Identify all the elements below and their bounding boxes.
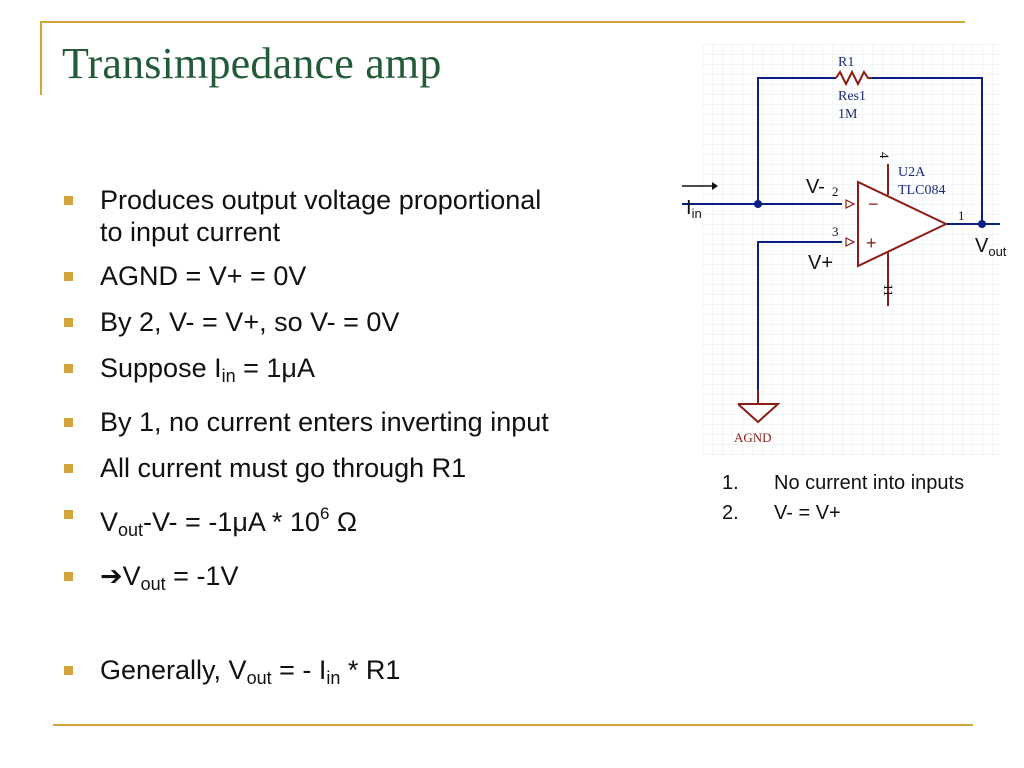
r1-value: 1M [838,107,858,122]
vout-main: V [975,235,989,257]
bullet-text: Generally, V [100,655,247,685]
wire-feedback-left [757,77,836,204]
pin-4: 4 [877,152,892,159]
wire-noninverting-input [757,241,842,390]
v-minus-label: V- [806,176,825,198]
bullet-marker [64,272,73,281]
bullet-9: Generally, Vout = - Iin * R1 [64,654,684,694]
iin-label: Iin [686,197,702,221]
slide-title: Transimpedance amp [62,39,442,88]
junction-dot [754,200,762,208]
bullet-5: By 1, no current enters inverting input [64,406,684,438]
bullet-text: V [100,507,119,537]
bullet-6: All current must go through R1 [64,452,684,484]
r1-model: Res1 [838,89,866,104]
current-arrow-head [712,182,718,190]
junctions [754,200,986,228]
ground-symbol [737,390,781,424]
resistor-r1 [835,69,872,87]
iin-sub: in [691,206,702,221]
agnd-label: AGND [734,430,772,445]
bullet-text: All current must go through R1 [100,453,467,483]
bullet-text: Suppose I [100,353,222,383]
note-number: 2. [722,502,739,524]
vout-label: Vout [975,235,1006,259]
arrow-icon: ➔ [100,561,123,592]
wire-feedback-right [872,77,983,224]
bullet-marker [64,364,73,373]
circuit-schematic: R1 Res1 1M − + 2 3 4 11 1 U2A TLC084 AGN… [682,44,1000,456]
bullet-text: * R1 [340,655,401,685]
superscript: 6 [319,504,330,523]
pin-11: 11 [881,284,896,297]
minus-sign: − [868,194,879,214]
opamp-model: TLC084 [898,183,945,198]
r1-ref: R1 [838,55,854,70]
top-rule [40,21,965,23]
note-2: 2. V- = V+ [722,498,964,528]
bullet-text: By 1, no current enters inverting input [100,407,549,437]
bullet-2: AGND = V+ = 0V [64,260,684,292]
v-plus-label: V+ [808,252,834,274]
pin-1: 1 [958,208,965,223]
left-rule [40,21,42,95]
bullet-text: By 2, V- = V+, so V- = 0V [100,307,400,337]
bullet-text: AGND = V+ = 0V [100,261,307,291]
subscript: in [326,668,341,688]
notes-list: 1. No current into inputs 2. V- = V+ [722,468,964,528]
schematic-grid [700,44,1000,456]
bullet-text-continuation: to input current [100,217,281,247]
pin-3: 3 [832,224,839,239]
bullet-text: -V- = -1μA * 10 [143,507,320,537]
opamp-body [857,164,949,306]
bullet-marker [64,572,73,581]
bullet-3: By 2, V- = V+, so V- = 0V [64,306,684,338]
bullet-text: Produces output voltage proportional [100,185,542,215]
note-1: 1. No current into inputs [722,468,964,498]
subscript: out [246,668,272,688]
bullet-marker [64,464,73,473]
subscript: out [140,574,166,594]
pin-markers [845,199,856,247]
bullet-text: Ω [329,507,358,537]
bullet-text: = - I [271,655,327,685]
bullet-text: = 1μA [235,353,315,383]
bullet-marker [64,318,73,327]
bullet-marker [64,418,73,427]
subscript: out [118,520,144,540]
bullet-1: Produces output voltage proportional to … [64,184,684,248]
plus-sign: + [866,233,877,253]
pin-2: 2 [832,184,839,199]
bullet-text: = -1V [165,561,239,591]
bullet-7: Vout-V- = -1μA * 106 Ω [64,498,684,546]
note-text: No current into inputs [774,472,965,494]
subscript: in [221,366,236,386]
bullet-8: ➔Vout = -1V [64,560,684,600]
note-number: 1. [722,472,739,494]
vout-sub: out [988,244,1007,259]
bullet-text: V [122,561,141,591]
iin-main: I [686,197,692,219]
junction-dot [978,220,986,228]
bullet-marker [64,510,73,519]
bullet-4: Suppose Iin = 1μA [64,352,684,392]
bullet-marker [64,666,73,675]
opamp-ref: U2A [898,165,926,180]
bullet-list: Produces output voltage proportional to … [64,184,684,708]
bullet-marker [64,196,73,205]
bottom-rule [53,724,973,726]
note-text: V- = V+ [774,502,841,524]
